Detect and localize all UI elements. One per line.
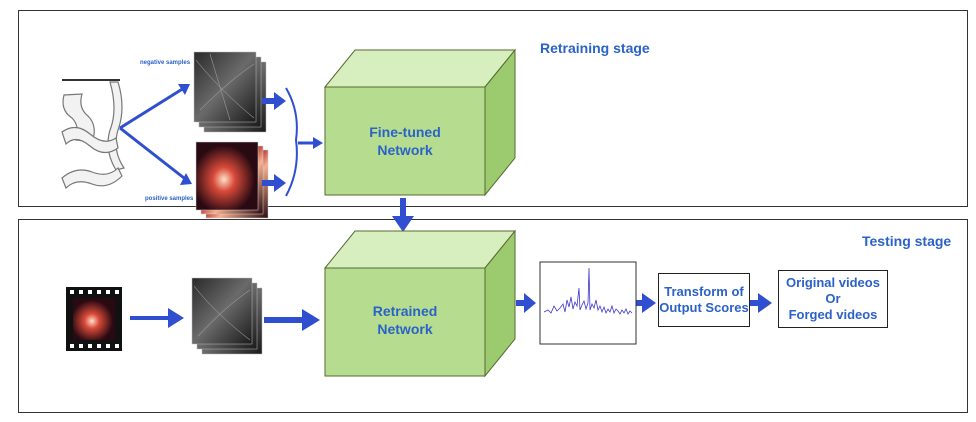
retrained-network-cube (323, 229, 517, 378)
result-box: Original videos Or Forged videos (778, 270, 888, 328)
output-score-plot (539, 261, 637, 345)
fine-tuned-network-label: Fine-tuned Network (325, 123, 485, 159)
retrained-network-label: Retrained Network (325, 302, 485, 338)
transform-line2: Output Scores (659, 300, 749, 315)
negative-samples-stack (193, 51, 267, 133)
result-line2: Or (825, 291, 841, 306)
positive-samples-label: positive samples (145, 196, 194, 202)
fine-tuned-network-cube (323, 48, 517, 197)
test-frames-stack (191, 277, 263, 355)
retraining-arrows (119, 84, 323, 197)
film-strip-icon (66, 287, 122, 351)
fine-tuned-network-line1: Fine-tuned (369, 124, 441, 140)
stage-transition-arrow (392, 198, 414, 232)
positive-samples-stack (195, 141, 269, 219)
result-line3: Forged videos (788, 307, 878, 322)
negative-samples-label: negative samples (140, 60, 191, 66)
fine-tuned-network-line2: Network (377, 142, 433, 158)
testing-stage-label: Testing stage (862, 233, 952, 249)
result-line1: Original videos (786, 275, 880, 290)
retrained-network-line2: Network (377, 321, 433, 337)
transform-line1: Transform of (664, 284, 744, 299)
retrained-network-line1: Retrained (372, 303, 438, 319)
film-reels-icon (61, 79, 125, 190)
testing-arrows (130, 293, 772, 331)
retraining-stage-label: Retraining stage (540, 40, 650, 56)
transform-output-scores-box: Transform of Output Scores (658, 273, 750, 327)
